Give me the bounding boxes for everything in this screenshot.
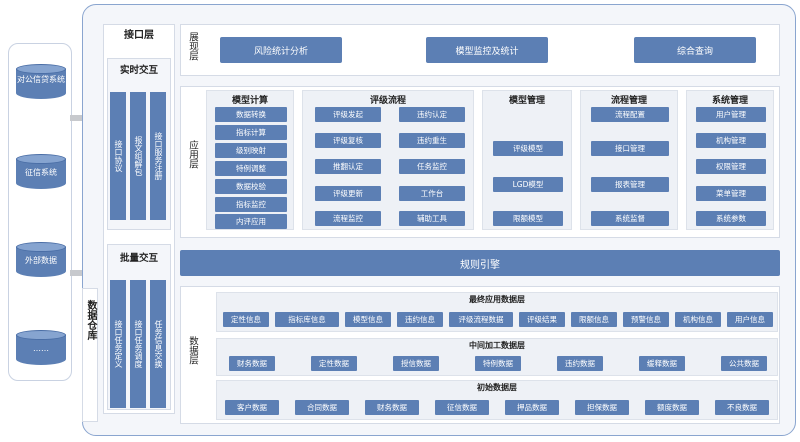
group-item: 流程监控 (315, 211, 381, 226)
risk-analysis-box: 风险统计分析 (220, 37, 342, 63)
data-item: 用户信息 (727, 312, 773, 327)
data-item: 限额信息 (571, 312, 617, 327)
group-title: 系统管理 (711, 96, 748, 106)
initial-data-layer: 初始数据层 客户数据 合同数据 财务数据 征信数据 押品数据 担保数据 额度数据… (216, 380, 778, 420)
group-item: 内评应用 (215, 214, 287, 229)
group-item: 评级复核 (315, 133, 381, 148)
data-item: 评级流程数据 (449, 312, 513, 327)
interface-layer-title: 接口层 (124, 30, 154, 41)
group-item: 权限管理 (696, 159, 766, 174)
group-model-calc: 模型计算 数据转换 指标计算 级别映射 特例调整 数据校验 指标监控 内评应用 (206, 90, 294, 230)
group-item: 数据校验 (215, 179, 287, 194)
data-item: 担保数据 (575, 400, 629, 415)
group-item: 评级模型 (493, 141, 563, 156)
realtime-bar: 报文组解包 (130, 92, 146, 220)
sublayer-title: 初始数据层 (477, 383, 517, 392)
group-item: 菜单管理 (696, 186, 766, 201)
database-icon-corporate-credit: 对公信贷系统 (16, 64, 66, 104)
data-item: 评级结果 (519, 312, 565, 327)
realtime-bar: 接口协议 (110, 92, 126, 220)
database-icon-credit-bureau: 征信系统 (16, 154, 66, 194)
data-item: 违约信息 (397, 312, 443, 327)
batch-title: 批量交互 (119, 253, 158, 264)
data-warehouse-label: 数据仓库 (85, 300, 96, 340)
batch-bar: 接口任务调度 (130, 280, 146, 408)
source-label: …… (33, 344, 49, 353)
group-item: 接口管理 (591, 141, 669, 156)
data-item: 机构信息 (675, 312, 721, 327)
group-item: 级别映射 (215, 143, 287, 158)
group-item: 工作台 (399, 186, 465, 201)
group-item: 评级更新 (315, 186, 381, 201)
group-item: 报表管理 (591, 177, 669, 192)
group-title: 流程管理 (610, 96, 647, 106)
data-item: 预警信息 (623, 312, 669, 327)
data-item: 缓释数据 (639, 356, 685, 371)
group-item: 系统参数 (696, 211, 766, 226)
group-item: 特例调整 (215, 161, 287, 176)
application-layer-label: 应用层 (187, 140, 198, 169)
group-item: 推翻认定 (315, 159, 381, 174)
batch-bar: 接口任务定义 (110, 280, 126, 408)
source-label: 对公信贷系统 (17, 75, 65, 84)
data-item: 公共数据 (721, 356, 767, 371)
query-box: 综合查询 (634, 37, 756, 63)
group-item: 辅助工具 (399, 211, 465, 226)
database-icon-other: …… (16, 330, 66, 370)
data-item: 财务数据 (229, 356, 275, 371)
data-item: 定性信息 (223, 312, 269, 327)
group-rating-flow: 评级流程 评级发起 违约认定 评级复核 违约重生 推翻认定 任务监控 评级更新 … (302, 90, 474, 230)
source-label: 征信系统 (25, 168, 57, 177)
group-item: 流程配置 (591, 107, 669, 122)
group-title: 模型管理 (508, 96, 545, 106)
group-item: 机构管理 (696, 133, 766, 148)
group-item: 任务监控 (399, 159, 465, 174)
data-item: 客户数据 (225, 400, 279, 415)
data-item: 额度数据 (645, 400, 699, 415)
data-layer-label: 数据层 (187, 336, 198, 365)
realtime-title: 实时交互 (119, 65, 158, 76)
data-item: 不良数据 (715, 400, 769, 415)
group-item: 违约认定 (399, 107, 465, 122)
group-item: 评级发起 (315, 107, 381, 122)
source-systems-panel (8, 43, 72, 381)
final-data-layer: 最终应用数据层 定性信息 指标库信息 模型信息 违约信息 评级流程数据 评级结果… (216, 292, 778, 332)
data-item: 财务数据 (365, 400, 419, 415)
model-monitor-box: 模型监控及统计 (426, 37, 548, 63)
group-model-mgmt: 模型管理 评级模型 LGD模型 限额模型 (482, 90, 572, 230)
sublayer-title: 中间加工数据层 (469, 341, 525, 350)
data-item: 特例数据 (475, 356, 521, 371)
data-item: 指标库信息 (275, 312, 339, 327)
data-item: 合同数据 (295, 400, 349, 415)
group-item: 指标监控 (215, 197, 287, 212)
realtime-bar: 接口服务注册 (150, 92, 166, 220)
group-title: 评级流程 (369, 96, 406, 106)
data-item: 征信数据 (435, 400, 489, 415)
batch-bar: 任务信息交换 (150, 280, 166, 408)
source-label: 外部数据 (25, 256, 57, 265)
data-item: 模型信息 (345, 312, 391, 327)
group-item: 限额模型 (493, 211, 563, 226)
group-item: 用户管理 (696, 107, 766, 122)
group-title: 模型计算 (231, 96, 268, 106)
group-item: 违约重生 (399, 133, 465, 148)
rules-engine-bar: 规则引擎 (180, 250, 780, 276)
database-icon-external-data: 外部数据 (16, 242, 66, 282)
group-flow-mgmt: 流程管理 流程配置 接口管理 报表管理 系统监督 (580, 90, 678, 230)
group-item: 数据转换 (215, 107, 287, 122)
data-item: 押品数据 (505, 400, 559, 415)
data-warehouse-box (82, 288, 98, 422)
intermediate-data-layer: 中间加工数据层 财务数据 定性数据 授信数据 特例数据 违约数据 缓释数据 公共… (216, 338, 778, 376)
group-item: 指标计算 (215, 125, 287, 140)
data-item: 定性数据 (311, 356, 357, 371)
sublayer-title: 最终应用数据层 (469, 295, 525, 304)
display-layer-label: 展现层 (187, 32, 198, 61)
data-item: 授信数据 (393, 356, 439, 371)
group-item: LGD模型 (493, 177, 563, 192)
group-sys-mgmt: 系统管理 用户管理 机构管理 权限管理 菜单管理 系统参数 (686, 90, 774, 230)
data-item: 违约数据 (557, 356, 603, 371)
group-item: 系统监督 (591, 211, 669, 226)
